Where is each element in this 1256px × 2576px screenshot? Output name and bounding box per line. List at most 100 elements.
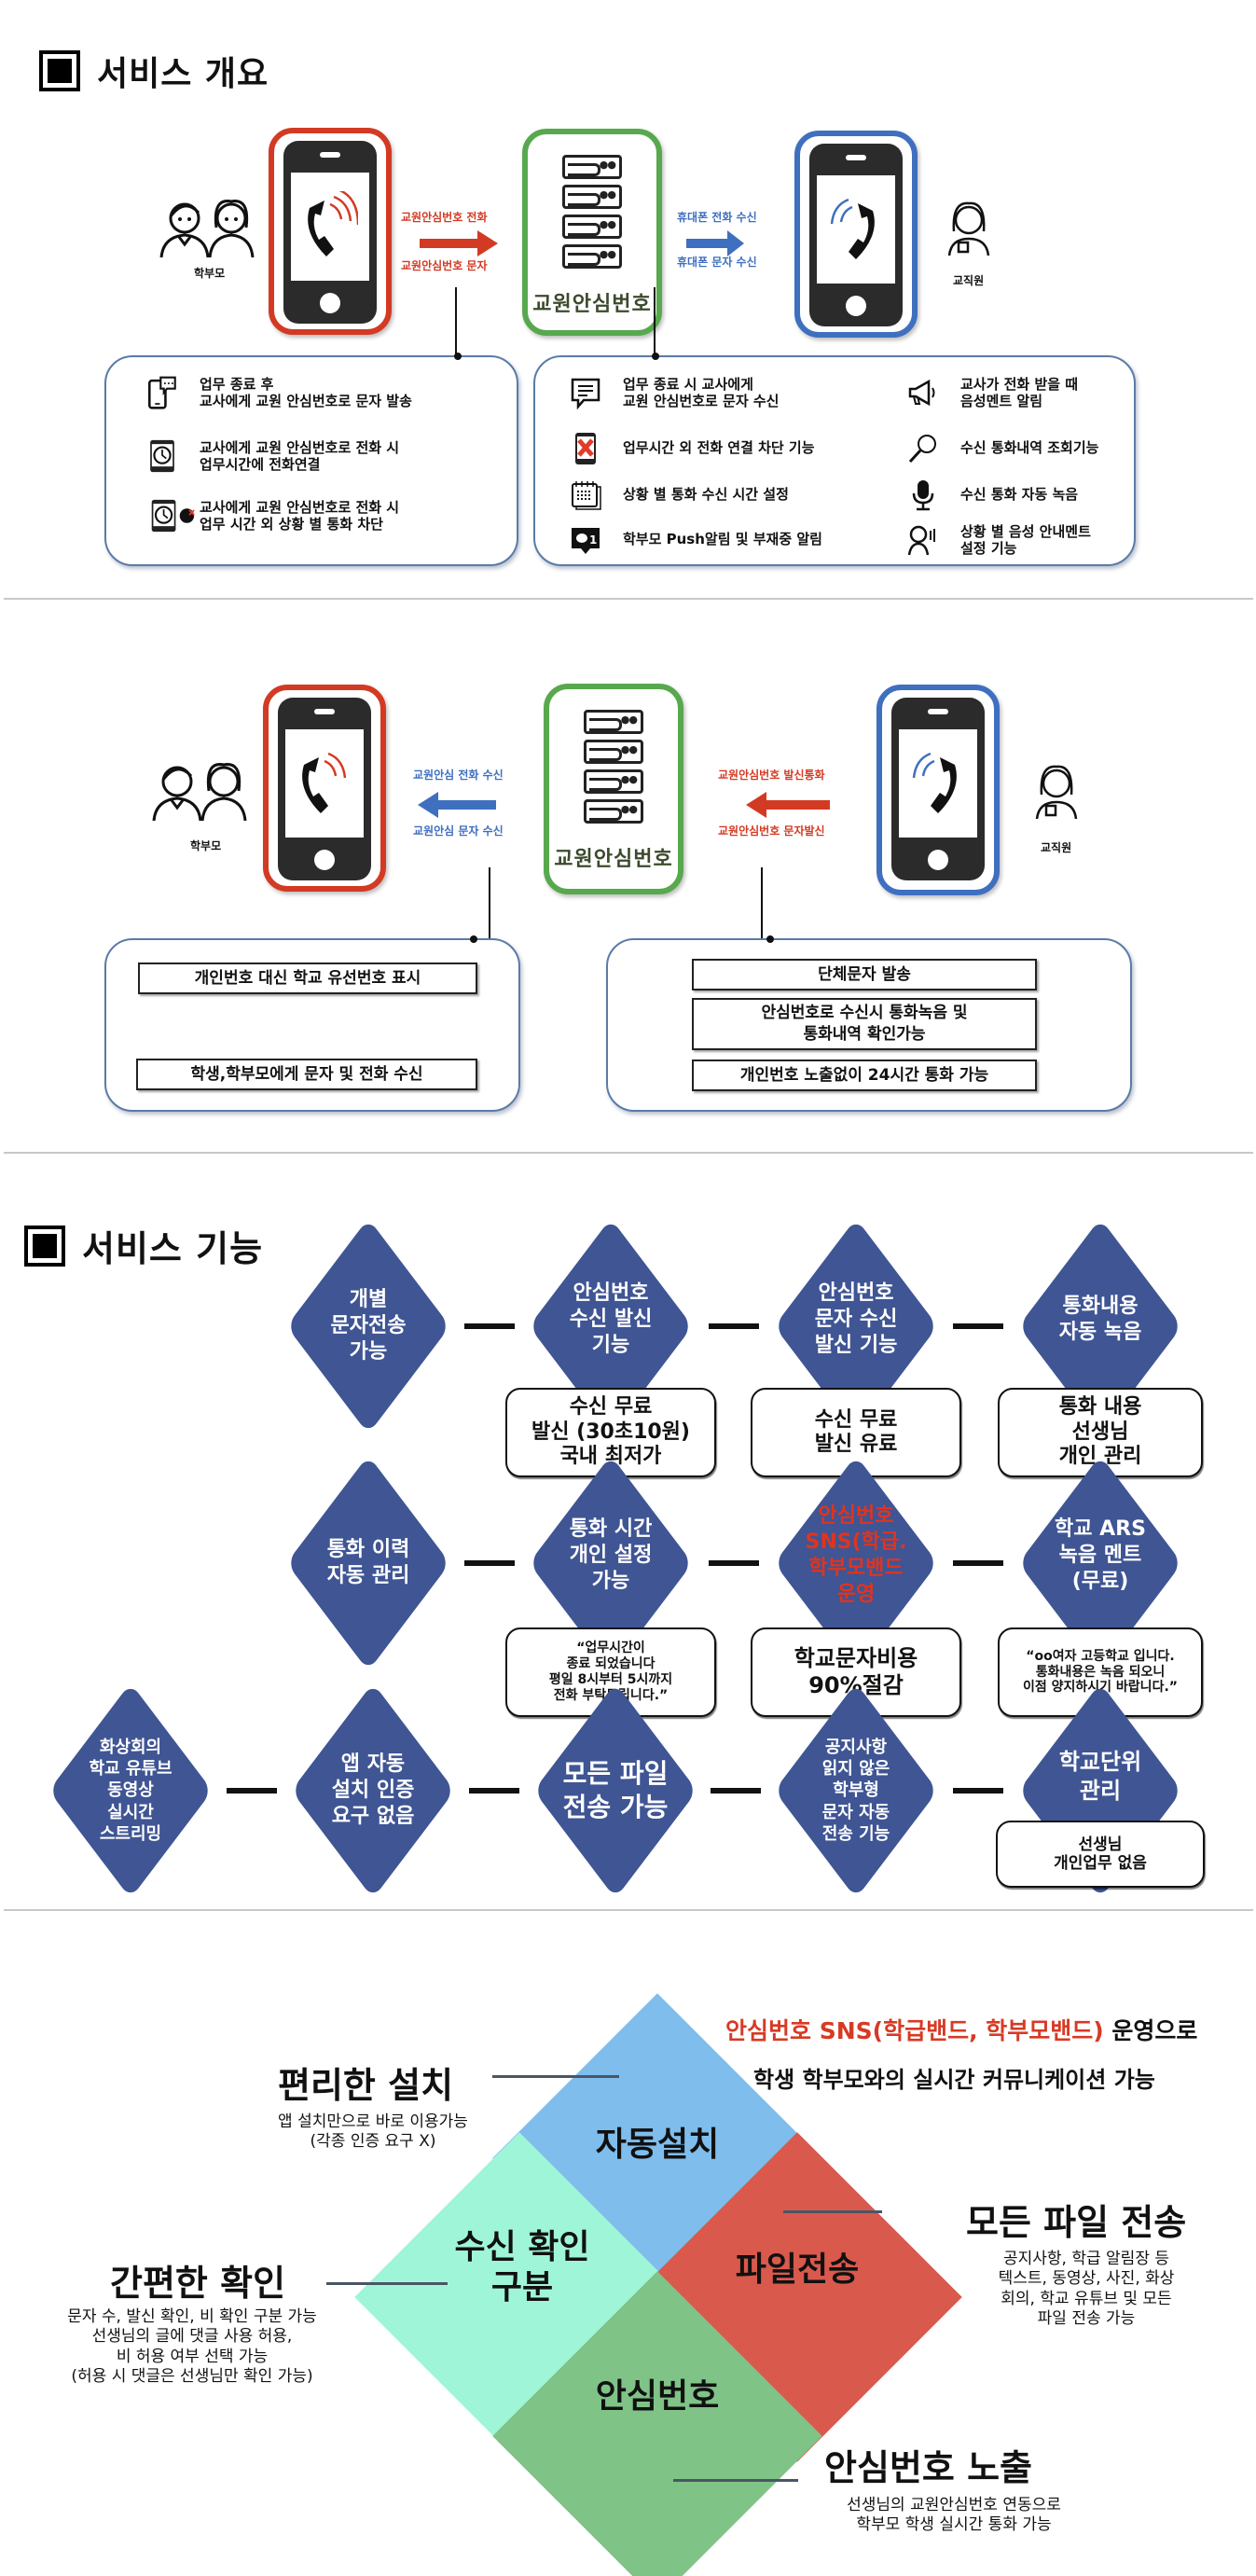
feature-label: 안심번호 SNS(학급. 학부모밴드 운영 [805, 1503, 907, 1607]
features-title: 서비스 기능 [82, 1228, 264, 1269]
server-label: 교원안심번호 [554, 848, 673, 871]
notification-badge-icon: 1 [572, 528, 600, 554]
feature-diamond: 안심번호 수신 발신 기능 [527, 1218, 695, 1434]
voice-user-icon [907, 525, 935, 556]
flow-label-phone-call: 휴대폰 전화 수신 [677, 211, 757, 224]
connector-line [708, 1323, 759, 1329]
benefit-item: 개인번호 노출없이 24시간 통화 가능 [692, 1059, 1037, 1091]
quadrant-label: 안심번호 [595, 2377, 720, 2416]
connector-line [469, 1788, 519, 1794]
connector-line [953, 1323, 1003, 1329]
callout-title: 안심번호 노출 [824, 2447, 1032, 2488]
parent-phone [283, 141, 377, 324]
quadrant-label: 파일전송 [735, 2251, 860, 2289]
callout-title: 간편한 확인 [110, 2263, 286, 2304]
section-title-features: 서비스 기능 [24, 1220, 263, 1271]
section-divider [4, 1909, 1253, 1911]
connector-line [227, 1788, 277, 1794]
sns-headline-black: 운영으로 [1103, 2017, 1198, 2044]
staff-icon [1035, 765, 1078, 820]
staff-icon [947, 201, 990, 256]
staff-phone-frame [876, 685, 1000, 895]
connector-line [708, 1560, 759, 1566]
arrow-left-red-icon [746, 792, 835, 818]
staff-feature-text: 교사가 전화 받을 때 음성멘트 알림 [960, 376, 1079, 409]
staff-feature-text: 업무시간 외 전화 연결 차단 기능 [623, 439, 815, 456]
parent-feature-text: 교사에게 교원 안심번호로 전화 시 업무시간에 전화연결 [200, 439, 400, 473]
benefit-item: 학생,학부모에게 문자 및 전화 수신 [136, 1059, 477, 1090]
section-title-overview: 서비스 개요 [39, 47, 269, 95]
flow-label-outgoing-sms: 교원안심번호 문자발신 [718, 824, 825, 838]
staff-phone [891, 698, 985, 880]
feature-label: 안심번호 문자 수신 발신 기능 [814, 1281, 898, 1358]
callout-sub: 앱 설치만으로 바로 이용가능 (각종 인증 요구 X) [278, 2112, 468, 2152]
parent-feature-text: 업무 종료 후 교사에게 교원 안심번호로 문자 발송 [200, 376, 412, 409]
tablet-clock-block-call-icon [151, 499, 195, 533]
callout-sub: 공지사항, 학급 알림장 등 텍스트, 동영상, 사진, 화상 회의, 학교 유… [998, 2250, 1175, 2328]
arrow-left-blue-icon [418, 792, 496, 818]
feature-label: 앱 자동 설치 인증 요구 없음 [331, 1752, 415, 1829]
callout-title: 편리한 설치 [278, 2065, 454, 2106]
ringing-handset-icon [830, 198, 875, 259]
quadrant-label: 자동설치 [595, 2126, 720, 2164]
callout-sub: 선생님의 교원안심번호 연동으로 학부모 학생 실시간 통화 가능 [847, 2496, 1061, 2535]
feature-diamond: 화상회의 학교 유튜브 동영상 실시간 스트리밍 [47, 1683, 214, 1899]
connector-line [464, 1560, 515, 1566]
parent-features-box: ••• 업무 종료 후 교사에게 교원 안심번호로 문자 발송 교사에게 교원 … [104, 353, 518, 566]
staff-label: 교직원 [1041, 841, 1072, 854]
quadrant-label: 수신 확인 구분 [454, 2228, 590, 2307]
section-divider [4, 598, 1253, 600]
staff-feature-text: 수신 통화 자동 녹음 [960, 486, 1079, 503]
parent-phone [278, 698, 371, 880]
calendar-icon [572, 481, 601, 510]
staff-label: 교직원 [953, 274, 985, 287]
ringing-handset-icon [912, 752, 957, 813]
sns-headline-line2: 학생 학부모와의 실시간 커뮤니케이션 가능 [753, 2067, 1155, 2093]
feature-diamond: 모든 파일 전송 가능 [531, 1683, 699, 1899]
feature-label: 개별 문자전송 가능 [330, 1287, 407, 1364]
feature-label: 모든 파일 전송 가능 [562, 1758, 669, 1822]
server-frame: 교원안심번호 [522, 129, 662, 336]
sns-headline-red: 안심번호 SNS(학급밴드, 학부모밴드) [725, 2017, 1104, 2044]
parent-benefits-box: 개인번호 대신 학교 유선번호 표시 학생,학부모에게 문자 및 전화 수신 [104, 935, 520, 1112]
feature-diamond: 앱 자동 설치 인증 요구 없음 [289, 1683, 457, 1899]
sns-headline: 안심번호 SNS(학급밴드, 학부모밴드) 운영으로 [725, 2013, 1197, 2046]
feature-label: 안심번호 수신 발신 기능 [569, 1281, 653, 1358]
staff-benefits-box: 단체문자 발송 안심번호로 수신시 통화녹음 및 통화내역 확인가능 개인번호 … [606, 935, 1132, 1112]
callout-sub: 문자 수, 발신 확인, 비 확인 구분 가능 선생님의 글에 댓글 사용 허용… [67, 2307, 317, 2386]
parent-label: 학부모 [194, 267, 226, 280]
parent-phone-frame [263, 685, 386, 892]
phone-blocked-icon [575, 433, 596, 464]
phone-message-icon: ••• [148, 376, 176, 409]
parent-phone-frame [269, 128, 392, 335]
staff-feature-text: 학부모 Push알림 및 부재중 알림 [623, 531, 822, 547]
microphone-icon [912, 480, 934, 511]
parent-feature-text: 교사에게 교원 안심번호로 전화 시 업무 시간 외 상황 별 통화 차단 [200, 499, 400, 533]
server-frame: 교원안심번호 [544, 684, 683, 894]
ringing-handset-icon [308, 191, 358, 256]
staff-feature-text: 상황 별 통화 수신 시간 설정 [623, 486, 789, 503]
arrow-right-red-icon [420, 230, 498, 256]
server-icon [584, 710, 643, 824]
server-icon [562, 155, 622, 269]
chat-bubble-icon [571, 378, 600, 409]
magnifier-icon [908, 435, 936, 464]
feature-diamond: 학교 ARS 녹음 멘트 (무료) [1016, 1455, 1184, 1671]
ringing-handset-icon [302, 752, 347, 813]
staff-feature-text: 상황 별 음성 안내멘트 설정 기능 [960, 523, 1091, 557]
feature-diamond: 안심번호 SNS(학급. 학부모밴드 운영 [772, 1455, 940, 1671]
feature-diamond: 안심번호 문자 수신 발신 기능 [772, 1218, 940, 1434]
connector-line [711, 1788, 761, 1794]
flow-label-phone-sms: 휴대폰 문자 수신 [677, 256, 757, 269]
feature-label: 통화내용 자동 녹음 [1058, 1294, 1142, 1344]
flow-label-sms-receive: 교원안심 문자 수신 [413, 824, 504, 838]
parents-icon [159, 200, 255, 258]
parent-label: 학부모 [190, 839, 222, 852]
benefit-item: 안심번호로 수신시 통화녹음 및 통화내역 확인가능 [692, 998, 1037, 1050]
feature-note: 선생님 개인업무 없음 [996, 1821, 1205, 1888]
flow-label-teacher-call: 교원안심번호 전화 [401, 211, 488, 224]
tablet-clock-icon [150, 439, 174, 473]
feature-diamond: 학교단위 관리 [1016, 1683, 1184, 1899]
overview-title: 서비스 개요 [97, 55, 269, 93]
benefit-item: 단체문자 발송 [692, 959, 1037, 990]
